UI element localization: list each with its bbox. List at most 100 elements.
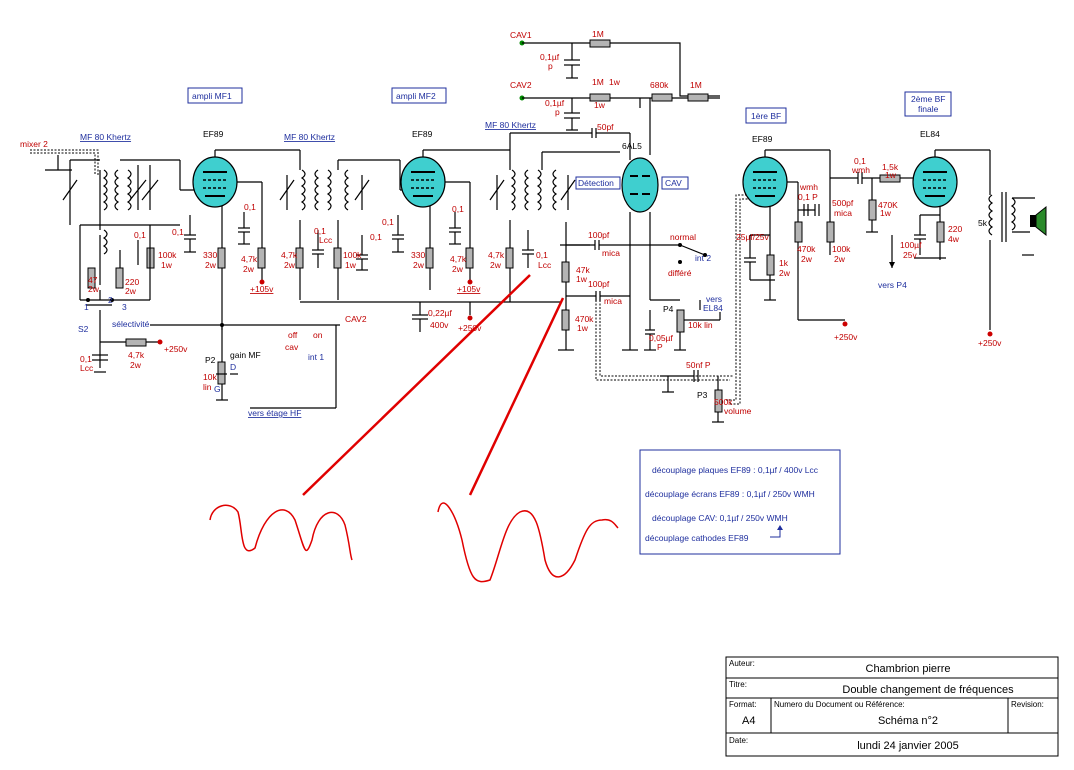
label-gain-mf: gain MF (230, 350, 261, 360)
r1m-b: 1M (592, 77, 604, 87)
label-trans-5k: 5k (978, 218, 988, 228)
v2-r47k: 4,7k (281, 250, 298, 260)
label-int1: int 1 (308, 352, 324, 362)
label-off: off (288, 330, 298, 340)
label-int2: int 2 (695, 253, 711, 263)
v2-r330: 330 (411, 250, 425, 260)
c01wmh-l: wmh (851, 165, 870, 175)
r100k-b-w: 2w (834, 254, 846, 264)
r15k: 1,5k (882, 162, 899, 172)
r470k-d: 470k (575, 314, 594, 324)
tube-v4-label: EF89 (752, 134, 773, 144)
r1m-a: 1M (592, 29, 604, 39)
p3-value: 500k (714, 397, 733, 407)
c500pf: 500pf (832, 198, 854, 208)
label-vers-p4: vers P4 (878, 280, 907, 290)
tb-titre: Double changement de fréquences (842, 684, 1014, 696)
r220: 220 (948, 224, 962, 234)
tb-auteur: Chambrion pierre (866, 663, 951, 675)
input-stage (30, 149, 200, 373)
v1-r47k: 4,7k (241, 254, 258, 264)
label-mf80-2: MF 80 Khertz (284, 132, 335, 142)
v1-b105: +105v (250, 284, 274, 294)
label-ampli-mf1: ampli MF1 (192, 91, 232, 101)
c25: 25µf/25v (736, 232, 770, 242)
v1-c01-a: 0,1 (172, 227, 184, 237)
in-c01-lcc: 0,1 (80, 354, 92, 364)
tube-v3-6al5 (558, 157, 750, 423)
v2-c01: 0,1 (314, 226, 326, 236)
c022: 0,22µf (428, 308, 452, 318)
label-sel2: 2 (108, 295, 113, 305)
label-vers-etage-hf: vers étage HF (248, 408, 301, 418)
tube-v1-label: EF89 (203, 129, 224, 139)
c01wmh: 0,1 (854, 156, 866, 166)
tube-v5 (866, 149, 1047, 337)
r470k-b-w: 1w (880, 208, 892, 218)
v1-r330-w: 2w (205, 260, 217, 270)
v2-r47k-b: 4,7k (450, 254, 467, 264)
in-r47k: 4,7k (128, 350, 145, 360)
r100k-b: 100k (832, 244, 851, 254)
note-ecrans: découplage écrans EF89 : 0,1µf / 250v WM… (645, 489, 815, 499)
v2-r47k-b-w: 2w (452, 264, 464, 274)
label-sel1: 1 (84, 302, 89, 312)
tube-v2 (392, 133, 511, 332)
tube-v4 (742, 149, 880, 327)
c01p: 0,1 P (798, 192, 818, 202)
label-p4: P4 (663, 304, 674, 314)
p2-value: 10k (203, 372, 217, 382)
in-r220-w: 2w (125, 286, 137, 296)
wmh: wmh (799, 182, 818, 192)
title-block (725, 656, 1059, 757)
label-p2: P2 (205, 355, 216, 365)
v2-b105: +105v (457, 284, 481, 294)
label-cav-switch: cav (285, 342, 299, 352)
v2-r330-w: 2w (413, 260, 425, 270)
node-cav2-top: CAV2 (510, 80, 532, 90)
label-normal: normal (670, 232, 696, 242)
r470k-d-w: 1w (577, 323, 589, 333)
p4-value: 10k lin (688, 320, 713, 330)
p-cav2: p (555, 107, 560, 117)
lcc1: Lcc (80, 363, 94, 373)
label-p3: P3 (697, 390, 708, 400)
r680k: 680k (650, 80, 669, 90)
mica-c: mica (834, 208, 852, 218)
b250-1: +250v (164, 344, 188, 354)
label-differe: différé (668, 268, 692, 278)
v2-lcc: Lcc (319, 235, 333, 245)
r1k-w: 2w (779, 268, 791, 278)
r1m-b-w: 1w (609, 77, 621, 87)
in-r100k-w: 1w (161, 260, 173, 270)
tb-format-label: Format: (729, 700, 757, 709)
r1m-c: 1M (690, 80, 702, 90)
label-bf1: 1ère BF (751, 111, 781, 121)
v1-c01-c: 0,1 (134, 230, 146, 240)
c01-cav1: 0,1µf (540, 52, 560, 62)
b250-2: +250v (458, 323, 482, 333)
cav-bus (510, 39, 720, 160)
c100pf-a: 100pf (588, 230, 610, 240)
p2-d: D (230, 362, 236, 372)
v3-r47k: 4,7k (488, 250, 505, 260)
p2-g: G (214, 384, 221, 394)
r1m-b-w2: 1w (594, 100, 606, 110)
node-mixer2: mixer 2 (20, 139, 48, 149)
b250-3: +250v (834, 332, 858, 342)
v2-r100k: 100k (343, 250, 362, 260)
v2-r100k-w: 1w (345, 260, 357, 270)
label-cav: CAV (665, 178, 682, 188)
label-volume: volume (724, 406, 752, 416)
c005-p: P (657, 342, 663, 352)
tb-date-label: Date: (729, 736, 748, 745)
b250-4: +250v (978, 338, 1002, 348)
tube-v5-label: EL84 (920, 129, 940, 139)
label-mf80-1: MF 80 Khertz (80, 132, 131, 142)
mf-transformer-2 (250, 159, 560, 409)
r470k-a-w: 2w (801, 254, 813, 264)
c100-25: 100µf (900, 240, 922, 250)
c01-cav2: 0,1µf (545, 98, 565, 108)
v1-r330: 330 (203, 250, 217, 260)
